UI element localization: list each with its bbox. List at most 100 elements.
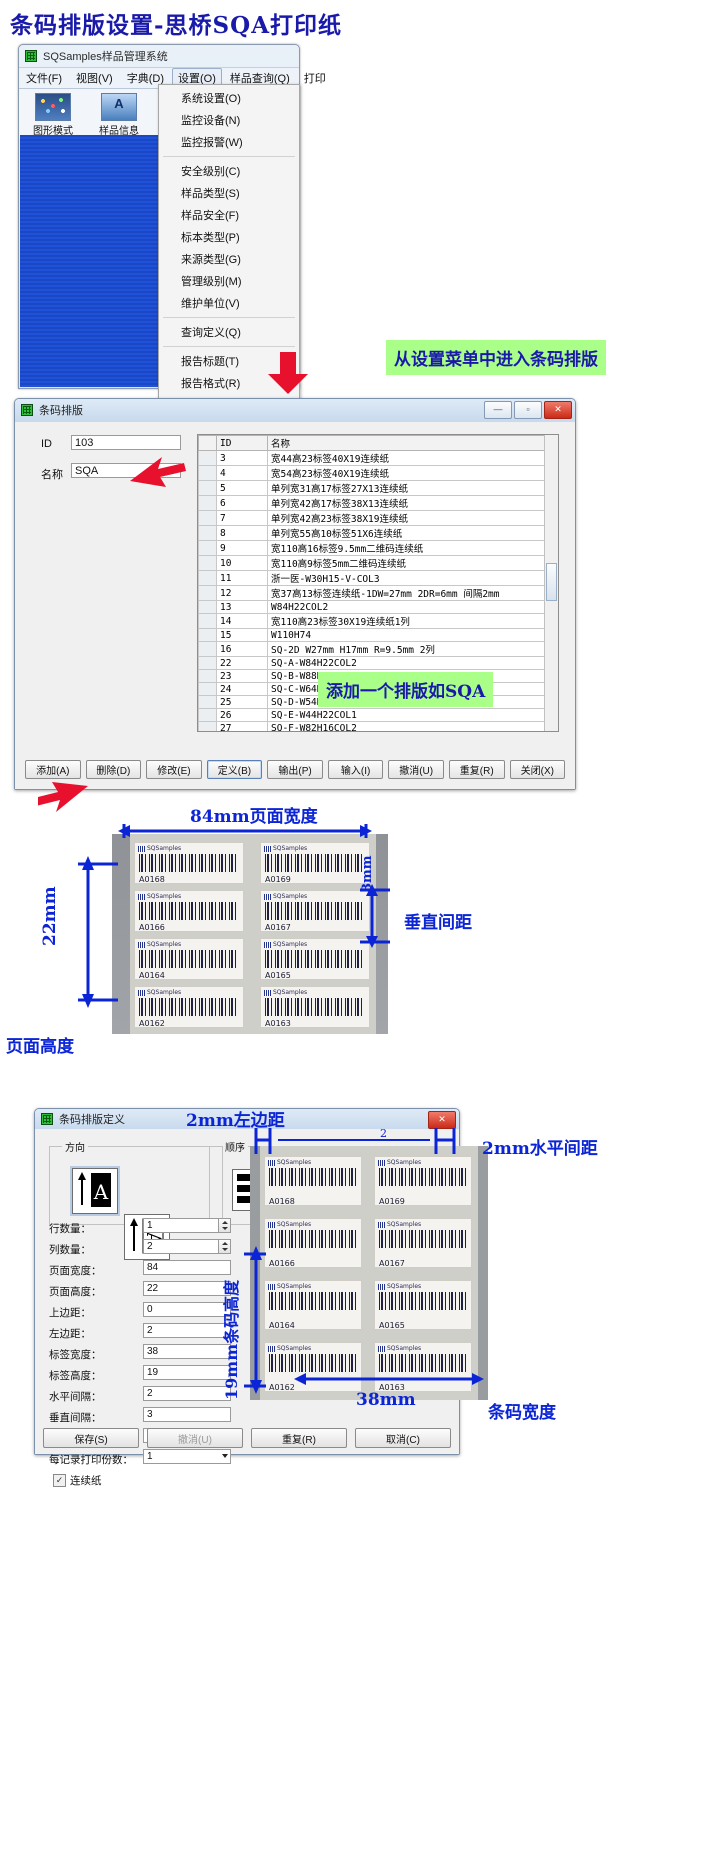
delete-button[interactable]: 删除(D) <box>85 760 142 779</box>
annotation-page-height-label: 页面高度 <box>6 1037 74 1057</box>
maximize-button[interactable]: ▫ <box>514 401 542 419</box>
cols-count-input[interactable]: 2 <box>143 1239 219 1254</box>
horizontal-gap-input[interactable]: 2 <box>143 1386 231 1401</box>
menu-item-query-definition[interactable]: 查询定义(Q) <box>181 327 241 339</box>
close-dialog-button[interactable]: 关闭(X) <box>509 760 566 779</box>
left-margin-input[interactable]: 2 <box>143 1323 231 1338</box>
top-margin-label: 上边距： <box>49 1307 91 1319</box>
cell-name: SQ-E-W44H22COL1 <box>267 708 558 722</box>
rows-count-spinner[interactable] <box>219 1218 231 1233</box>
menu-view[interactable]: 视图(V) <box>76 73 113 85</box>
menu-file[interactable]: 文件(F) <box>26 73 63 85</box>
list-scrollbar[interactable] <box>544 435 558 731</box>
cell-id: 26 <box>216 708 268 722</box>
cancel-button[interactable]: 取消(C) <box>355 1428 451 1448</box>
scrollbar-thumb[interactable] <box>546 563 557 601</box>
add-button[interactable]: 添加(A) <box>25 760 81 779</box>
menu-print[interactable]: 打印 <box>303 73 326 85</box>
menu-item-sample-security[interactable]: 样品安全(F) <box>181 210 240 222</box>
label-width-input[interactable]: 38 <box>143 1344 231 1359</box>
toolbar-button-sample-info[interactable]: 样品信息 <box>91 93 147 139</box>
save-button[interactable]: 保存(S) <box>43 1428 139 1448</box>
menu-item-report-title[interactable]: 报告标题(T) <box>181 356 240 368</box>
toolbar-button-graphic-mode[interactable]: 图形模式 <box>25 93 81 139</box>
rows-count-input[interactable]: 1 <box>143 1218 219 1233</box>
minimize-button[interactable]: — <box>484 401 512 419</box>
top-margin-input[interactable]: 0 <box>143 1302 231 1317</box>
vertical-gap-input[interactable]: 3 <box>143 1407 231 1422</box>
menu-item-system-settings[interactable]: 系统设置(O) <box>181 93 241 105</box>
cell-name: 单列宽31高17标签27X13连续纸 <box>267 480 558 496</box>
copies-select[interactable]: 1 <box>143 1449 231 1464</box>
label-brand: SQSamples <box>375 1157 471 1166</box>
close-button[interactable]: ✕ <box>544 401 572 419</box>
page-height-input[interactable]: 22 <box>143 1281 231 1296</box>
menu-item-report-format[interactable]: 报告格式(R) <box>181 378 241 390</box>
modify-button[interactable]: 修改(E) <box>146 760 202 779</box>
menu-item-security-level[interactable]: 安全级别(C) <box>181 166 241 178</box>
label-brand: SQSamples <box>265 1343 361 1352</box>
checkbox-box: ✓ <box>53 1474 66 1487</box>
undo-button[interactable]: 撤消(U) <box>388 760 444 779</box>
page-width-input[interactable]: 84 <box>143 1260 231 1275</box>
cell-name: 浙一医-W30H15-V-COL3 <box>267 570 558 586</box>
row-marker <box>198 628 217 642</box>
define-button[interactable]: 定义(B) <box>206 760 263 779</box>
label-sheet-photo-2: SQSamples A0168 SQSamples A0169 SQSample… <box>250 1146 488 1400</box>
annotation-horizontal-gap: 2mm水平间距 <box>482 1139 598 1159</box>
cols-count-spinner[interactable] <box>219 1239 231 1254</box>
menu-dictionary[interactable]: 字典(D) <box>126 73 164 85</box>
menu-item-maintenance-unit[interactable]: 维护单位(V) <box>181 298 240 310</box>
export-button[interactable]: 输出(P) <box>267 760 323 779</box>
import-button[interactable]: 输入(I) <box>327 760 384 779</box>
page-height-arrow-icon <box>78 856 118 1008</box>
horizontal-gap-label: 水平间隔： <box>49 1391 102 1403</box>
menu-item-sample-type[interactable]: 样品类型(S) <box>181 188 240 200</box>
def-repeat-button[interactable]: 重复(R) <box>251 1428 347 1448</box>
menu-item-source-type[interactable]: 来源类型(G) <box>181 254 241 266</box>
menu-item-monitor-alarm[interactable]: 监控报警(W) <box>181 137 243 149</box>
label-code: A0166 <box>269 1259 295 1268</box>
label-code: A0167 <box>265 923 291 932</box>
photo-label: SQSamples A0166 <box>134 890 244 932</box>
cell-id: 10 <box>216 555 268 571</box>
cell-name: 单列宽55高10标签51X6连续纸 <box>267 525 558 541</box>
label-height-input[interactable]: 19 <box>143 1365 231 1380</box>
label-brand: SQSamples <box>135 939 243 948</box>
repeat-button[interactable]: 重复(R) <box>448 760 505 779</box>
menu-item-management-level[interactable]: 管理级别(M) <box>181 276 242 288</box>
menu-item-specimen-type[interactable]: 标本类型(P) <box>181 232 240 244</box>
continuous-paper-checkbox[interactable]: ✓ 连续纸 <box>53 1473 102 1488</box>
menu-sample-query[interactable]: 样品查询(Q) <box>229 73 290 85</box>
def-undo-button[interactable]: 撤消(U) <box>147 1428 243 1448</box>
label-brand: SQSamples <box>135 843 243 852</box>
cell-name: W84H22COL2 <box>267 600 558 614</box>
label-brand: SQSamples <box>135 987 243 996</box>
row-marker <box>198 600 217 614</box>
name-label: 名称 <box>41 469 63 481</box>
def-close-button[interactable]: ✕ <box>428 1111 456 1129</box>
menu-item-monitor-device[interactable]: 监控设备(N) <box>181 115 241 127</box>
callout-list-note: 添加一个排版如SQA <box>318 672 494 707</box>
orientation-vertical-button[interactable]: A <box>72 1167 118 1214</box>
id-input[interactable]: 103 <box>71 435 181 450</box>
photo-label: SQSamples A0162 <box>264 1342 362 1392</box>
